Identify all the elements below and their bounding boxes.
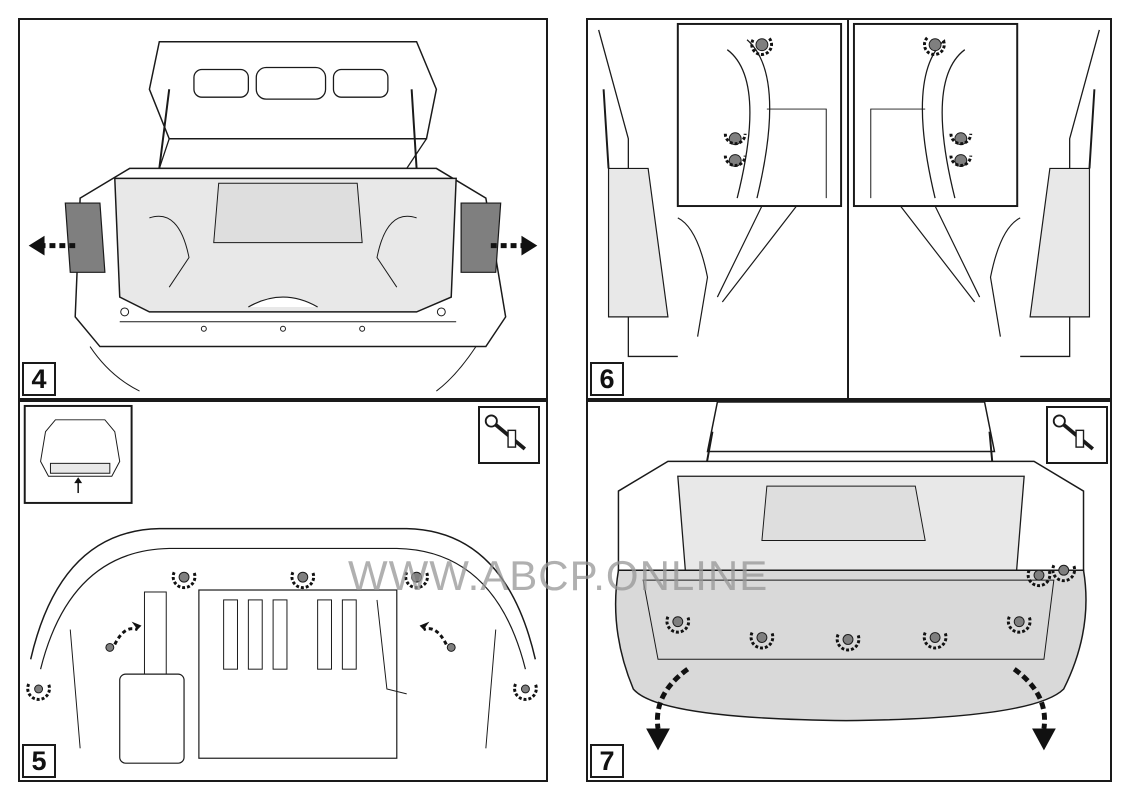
- bumper-underside-illustration: [23, 404, 538, 764]
- socket-wrench-icon: [1052, 414, 1095, 451]
- step-4-panel: 4: [18, 18, 548, 400]
- socket-wrench-box: [478, 406, 540, 464]
- dashed-arrow-icon: [490, 235, 538, 256]
- step-number: 7: [590, 744, 624, 778]
- socket-wrench-icon: [484, 414, 527, 451]
- step-number: 5: [22, 744, 56, 778]
- socket-wrench-box: [1046, 406, 1108, 464]
- trunk-open-illustration: [28, 41, 538, 392]
- step-number: 6: [590, 362, 624, 396]
- step-5-panel: 5: [18, 400, 548, 782]
- step-7-panel: 7: [586, 400, 1112, 782]
- watermark: WWW.ABCP.ONLINE: [348, 552, 769, 599]
- dashed-arrow-icon: [28, 235, 76, 256]
- side-trim-fastener-illustration: [598, 20, 1100, 398]
- step-6-panel: 6: [586, 18, 1112, 400]
- bumper-removal-illustration: [614, 402, 1087, 751]
- step-number: 4: [22, 362, 56, 396]
